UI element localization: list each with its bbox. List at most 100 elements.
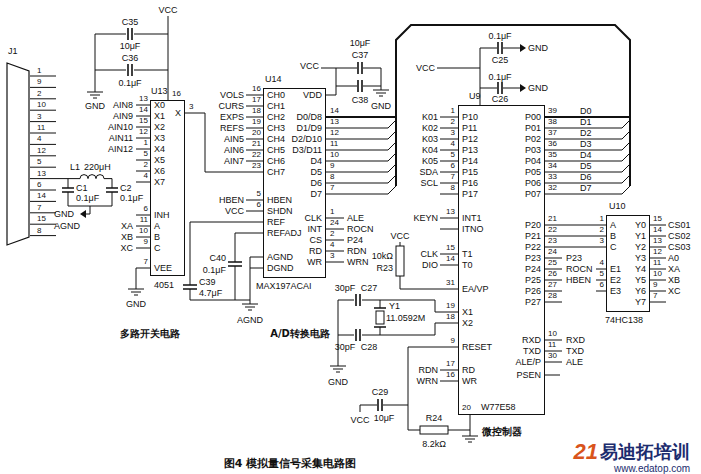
pin-label: WR [307, 258, 322, 267]
pin-label: C25 [492, 56, 509, 65]
pin-label: XB [668, 276, 680, 285]
pin-label: WRN [347, 258, 369, 267]
pin-label: P16 [462, 179, 478, 188]
pin-label: GND [371, 102, 391, 111]
pin-label: CH3 [267, 124, 285, 133]
pin-label: T1 [462, 250, 473, 259]
pin-label: X [175, 109, 181, 118]
pin-label: RESET [462, 343, 492, 352]
crystal-symbol [376, 311, 384, 324]
pin-label: ALE [347, 214, 364, 223]
pin-number: 13 [37, 170, 46, 178]
pin-label: Y1 [389, 302, 400, 311]
pin-label: C35 [122, 18, 139, 27]
pin-number: 30 [548, 352, 557, 360]
pin-number: 7 [37, 204, 41, 212]
pin-number: 3 [37, 113, 41, 121]
pin-label: XC [120, 244, 133, 253]
connector-pins [30, 76, 56, 236]
pin-number: 20 [462, 404, 471, 412]
pin-label: CH2 [267, 113, 285, 122]
pin-label: R23 [376, 264, 393, 273]
pin-label: C38 [352, 96, 369, 105]
pin-label: B [154, 233, 160, 242]
pin-number: 37 [548, 129, 557, 137]
mcu-wires [338, 48, 520, 436]
pin-number: 11 [140, 216, 148, 224]
pin-number: 12 [37, 147, 46, 155]
pin-label: 0.1μF [76, 194, 99, 203]
connector-outline [7, 63, 29, 245]
pin-label: P06 [525, 179, 541, 188]
ground-arrow [80, 210, 86, 218]
watermark: 易迪拓培训 [600, 443, 690, 461]
pin-label: CH0 [267, 91, 285, 100]
pin-label: D0 [580, 107, 592, 116]
pin-label: SDA [419, 168, 438, 177]
pin-label: GND [126, 300, 146, 309]
pin-label: E3 [610, 287, 621, 296]
resistor-symbol [420, 426, 448, 434]
pin-label: CS02 [668, 232, 691, 241]
data-bus [396, 117, 630, 186]
watermark: 21 [574, 441, 598, 463]
pin-label: CLK [420, 250, 438, 259]
wire-connector [326, 25, 630, 117]
pin-label: P25 [525, 276, 541, 285]
pin-label: XA [121, 222, 133, 231]
pin-number: 2 [330, 230, 334, 238]
pin-number: 13 [446, 208, 455, 216]
adc-wires [190, 68, 381, 304]
pin-label: P26 [525, 287, 541, 296]
pin-label: CH1 [267, 102, 285, 111]
pin-label: CS03 [668, 243, 691, 252]
pin-label: A [610, 221, 616, 230]
pin-label: X3 [154, 134, 165, 143]
pin-number: 2 [600, 226, 604, 234]
pin-number: 21 [252, 140, 261, 148]
pin-number: 8 [330, 173, 334, 181]
pin-label: 30pF [335, 343, 356, 352]
pin-label: INT [308, 225, 323, 234]
pin-number: 12 [653, 248, 662, 256]
pin-label: CS [309, 236, 322, 245]
pin-label: REFADJ [267, 229, 302, 238]
pin-label: D2/D10 [291, 135, 322, 144]
pin-label: K02 [422, 124, 438, 133]
part-label: U13 [151, 87, 168, 96]
pin-label: KEYN [413, 214, 438, 223]
pin-number: 38 [548, 118, 557, 126]
pin-label: P01 [525, 124, 541, 133]
pin-label: D7 [580, 184, 592, 193]
pin-label: K04 [422, 146, 438, 155]
pin-label: TXD [523, 347, 541, 356]
pin-number: 14 [653, 226, 662, 234]
pin-label: D6 [580, 173, 592, 182]
pin-label: 10μF [350, 39, 371, 48]
pin-label: CH5 [267, 146, 285, 155]
pin-label: INT1 [462, 214, 482, 223]
pin-number: 11 [37, 124, 45, 132]
pin-label: Y5 [635, 276, 646, 285]
ground-arrows [80, 44, 526, 218]
pin-label: VCC [390, 232, 409, 241]
pin-number: 10 [330, 151, 339, 159]
pin-label: AIN11 [109, 134, 133, 143]
pin-number: 10 [653, 270, 662, 278]
pin-number: 3 [330, 252, 334, 260]
part-label: 4051 [154, 281, 174, 290]
figure-caption: 图4 模拟量信号采集电路图 [224, 458, 356, 469]
pin-number: 15 [446, 244, 455, 252]
pin-label: AIN10 [108, 123, 133, 132]
pin-number: 14 [330, 107, 339, 115]
pin-number: 28 [548, 292, 557, 300]
pin-number: 14 [37, 192, 46, 200]
ground-arrow [520, 84, 526, 92]
pin-label: 0.1μF [488, 73, 511, 82]
pin-label: XC [668, 287, 681, 296]
pin-label: ROCN [347, 225, 374, 234]
pin-label: K05 [422, 157, 438, 166]
pin-label: P23 [566, 254, 582, 263]
pin-number: 21 [548, 215, 557, 223]
pin-label: X4 [154, 145, 165, 154]
